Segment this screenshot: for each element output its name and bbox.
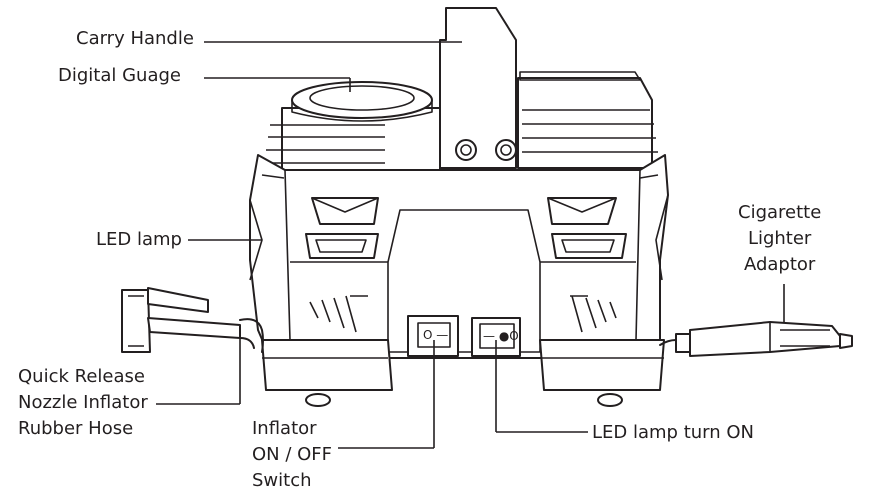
cigarette-adaptor-line-3: Adaptor [743, 254, 816, 275]
lamp-switch-marks: — ●O [483, 329, 519, 343]
digital-gauge-label: Digital Guage [58, 65, 181, 86]
cigarette-adaptor-label: Cigarette Lighter Adaptor [738, 200, 821, 278]
inflator-switch-label: Inflator ON / OFF Switch [252, 416, 332, 494]
inflator-switch-marks: O — [423, 328, 449, 342]
quick-release-line-1: Quick Release [18, 366, 145, 387]
carry-handle [439, 7, 517, 169]
inflator-switch-line-3: Switch [252, 470, 312, 491]
cigarette-lighter-adaptor [659, 321, 853, 357]
quick-release-line-3: Rubber Hose [18, 418, 134, 439]
main-housing [249, 154, 669, 359]
inflator-switch [407, 315, 459, 357]
inflator-switch-line-1: Inflator [252, 418, 317, 439]
digital-gauge [291, 81, 433, 122]
right-cooling-fins [517, 71, 658, 169]
led-lamp-turn-on-label: LED lamp turn ON [592, 422, 755, 443]
cigarette-adaptor-line-1: Cigarette [738, 202, 822, 223]
carry-handle-label: Carry Handle [76, 28, 194, 49]
nozzle-inflator [121, 287, 264, 353]
base-feet [261, 339, 665, 407]
leader-lines [156, 41, 785, 449]
cigarette-adaptor-line-2: Lighter [747, 228, 812, 249]
quick-release-label: Quick Release Nozzle Inflator Rubber Hos… [18, 364, 148, 442]
inflator-switch-line-2: ON / OFF [252, 444, 333, 465]
led-lamp-label: LED lamp [96, 229, 182, 250]
quick-release-line-2: Nozzle Inflator [18, 392, 148, 413]
